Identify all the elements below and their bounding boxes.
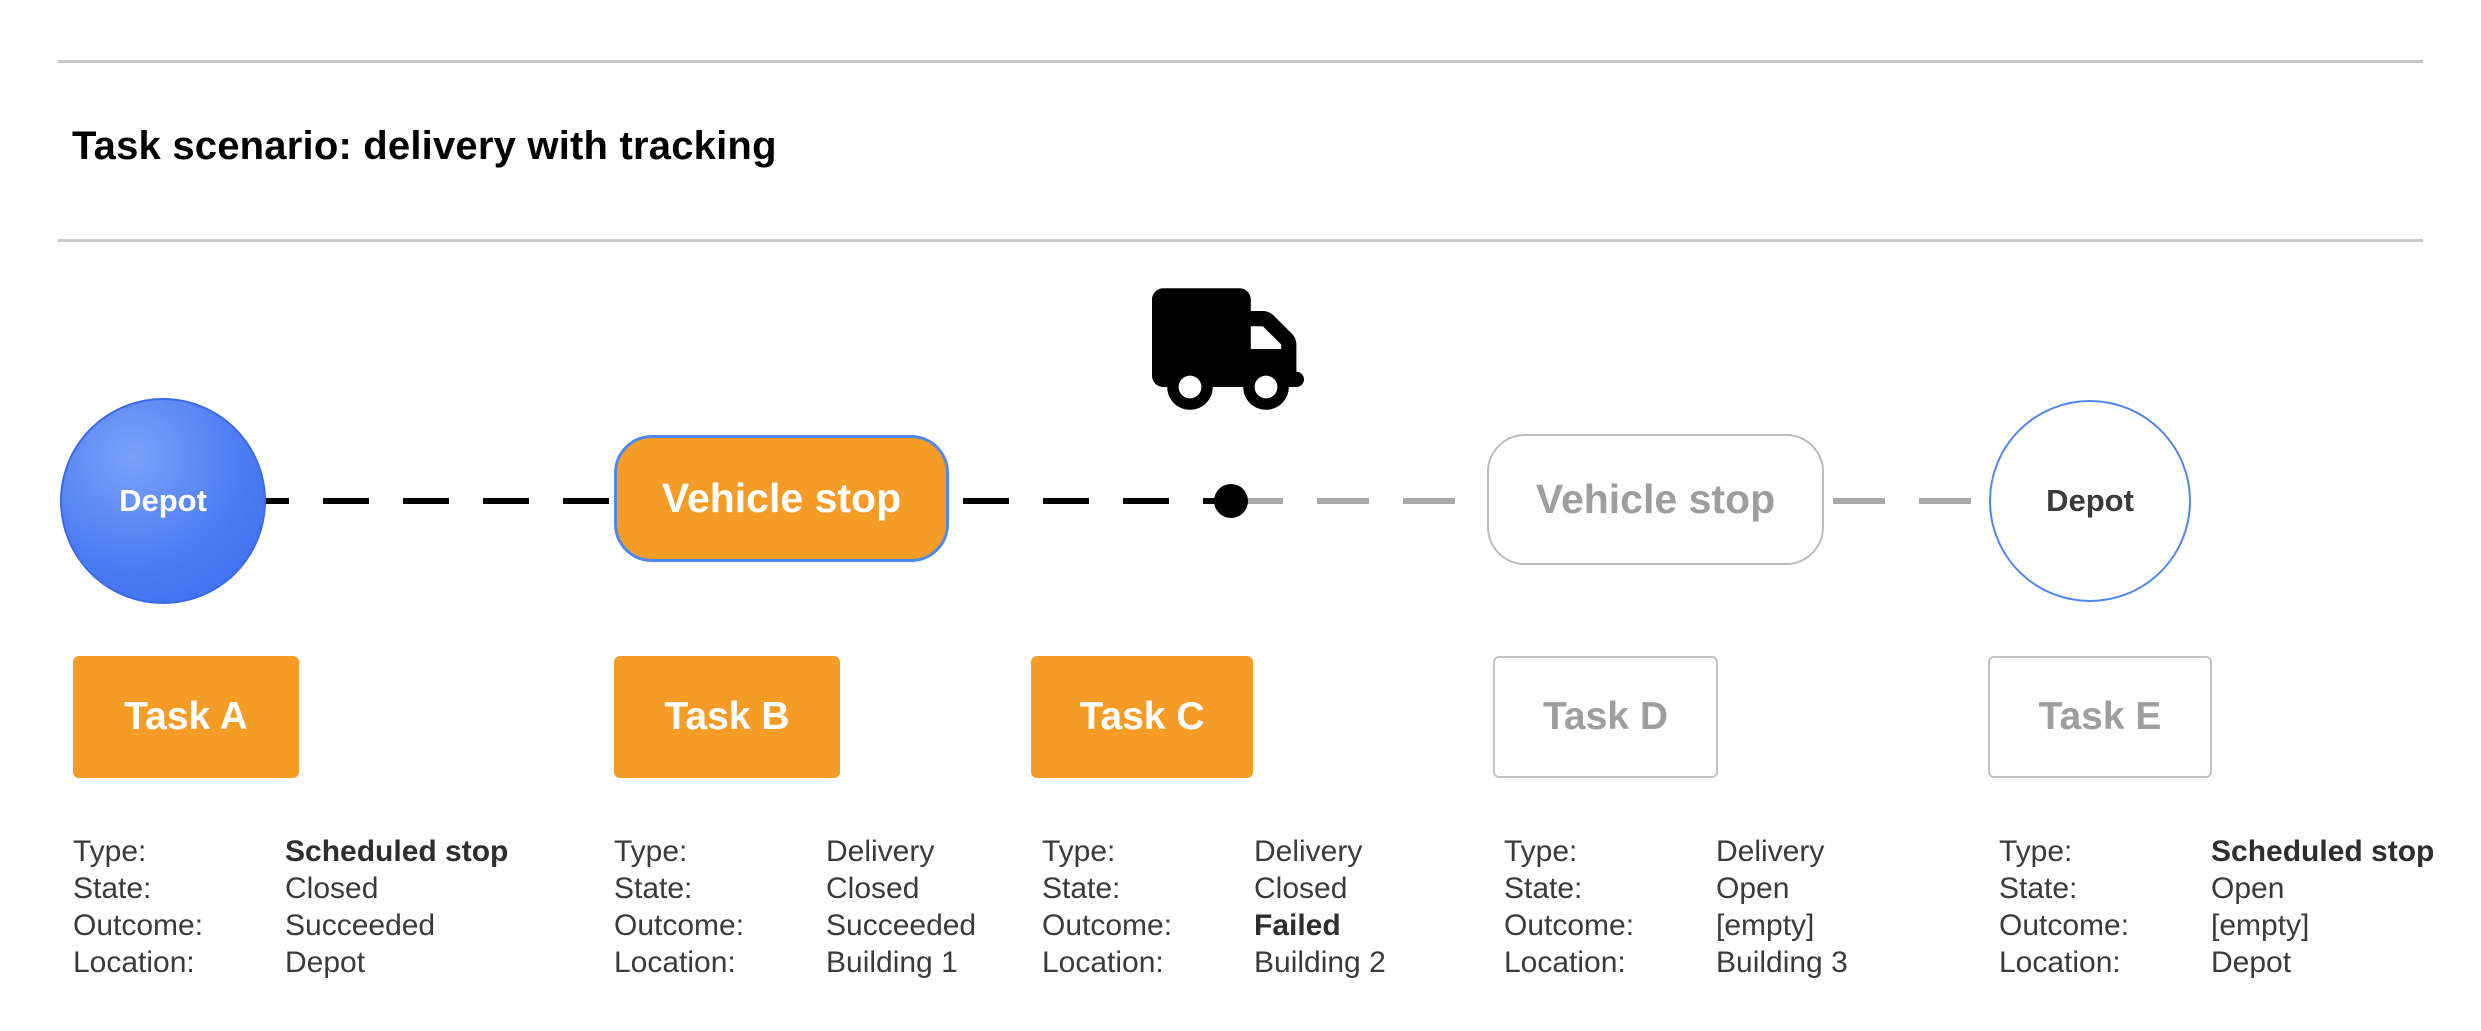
detail-label-outcome: Outcome: — [1504, 909, 1635, 942]
task-details-a: Type: Scheduled stop State: Closed Outco… — [73, 833, 508, 981]
task-card-d: Task D — [1493, 656, 1718, 778]
detail-label-state: State: — [1504, 872, 1583, 905]
detail-label-type: Type: — [1999, 835, 2073, 868]
detail-value-state: Closed — [1254, 872, 1348, 905]
detail-value-location: Building 1 — [826, 946, 958, 979]
detail-value-location: Depot — [2211, 946, 2292, 979]
detail-value-location: Building 3 — [1716, 946, 1848, 979]
title-divider — [58, 239, 2423, 242]
depot-end-node: Depot — [1989, 400, 2191, 602]
detail-label-location: Location: — [1504, 946, 1626, 979]
detail-value-state: Open — [2211, 872, 2285, 905]
task-card-b: Task B — [614, 656, 840, 778]
depot-start-node: Depot — [60, 398, 266, 604]
detail-label-type: Type: — [1504, 835, 1578, 868]
detail-value-state: Closed — [826, 872, 920, 905]
detail-value-outcome: [empty] — [1716, 909, 1815, 942]
detail-value-type: Delivery — [826, 835, 935, 868]
detail-value-outcome: [empty] — [2211, 909, 2310, 942]
task-card-a: Task A — [73, 656, 299, 778]
vehicle-stop-1-label: Vehicle stop — [661, 475, 902, 521]
detail-label-state: State: — [1042, 872, 1121, 905]
task-card-e: Task E — [1988, 656, 2212, 778]
task-card-d-label: Task D — [1543, 695, 1668, 738]
detail-label-location: Location: — [1042, 946, 1164, 979]
detail-label-state: State: — [1999, 872, 2078, 905]
vehicle-stop-2-label: Vehicle stop — [1535, 476, 1776, 522]
detail-value-location: Depot — [285, 946, 366, 979]
detail-label-state: State: — [73, 872, 152, 905]
detail-label-type: Type: — [1042, 835, 1116, 868]
task-card-a-label: Task A — [124, 695, 248, 738]
detail-label-location: Location: — [1999, 946, 2121, 979]
detail-value-state: Closed — [285, 872, 379, 905]
depot-start-label: Depot — [119, 483, 207, 518]
page-title: Task scenario: delivery with tracking — [72, 124, 777, 168]
detail-value-type: Delivery — [1254, 835, 1363, 868]
task-card-b-label: Task B — [664, 695, 790, 738]
detail-value-type: Delivery — [1716, 835, 1825, 868]
vehicle-stop-1-node: Vehicle stop — [614, 435, 949, 562]
detail-label-outcome: Outcome: — [614, 909, 745, 942]
top-divider — [58, 60, 2423, 63]
detail-value-state: Open — [1716, 872, 1790, 905]
task-details-c: Type: Delivery State: Closed Outcome: Fa… — [1042, 833, 1386, 981]
detail-value-type: Scheduled stop — [2211, 835, 2435, 868]
detail-label-location: Location: — [614, 946, 736, 979]
truck-icon — [1152, 288, 1304, 410]
detail-label-outcome: Outcome: — [1999, 909, 2130, 942]
detail-value-type: Scheduled stop — [285, 835, 509, 868]
detail-label-state: State: — [614, 872, 693, 905]
detail-value-outcome: Failed — [1254, 909, 1341, 942]
detail-value-outcome: Succeeded — [826, 909, 977, 942]
task-details-e: Type: Scheduled stop State: Open Outcome… — [1999, 833, 2434, 981]
task-details-d: Type: Delivery State: Open Outcome: [emp… — [1504, 833, 1848, 981]
detail-label-location: Location: — [73, 946, 195, 979]
current-position-dot — [1214, 484, 1248, 518]
task-card-c: Task C — [1031, 656, 1253, 778]
detail-label-type: Type: — [614, 835, 688, 868]
detail-label-outcome: Outcome: — [1042, 909, 1173, 942]
depot-end-label: Depot — [2046, 483, 2134, 518]
detail-value-location: Building 2 — [1254, 946, 1386, 979]
detail-label-outcome: Outcome: — [73, 909, 204, 942]
vehicle-stop-2-node: Vehicle stop — [1487, 434, 1824, 565]
task-card-c-label: Task C — [1079, 695, 1205, 738]
task-details-b: Type: Delivery State: Closed Outcome: Su… — [614, 833, 976, 981]
detail-value-outcome: Succeeded — [285, 909, 436, 942]
task-card-e-label: Task E — [2038, 695, 2162, 738]
detail-label-type: Type: — [73, 835, 147, 868]
